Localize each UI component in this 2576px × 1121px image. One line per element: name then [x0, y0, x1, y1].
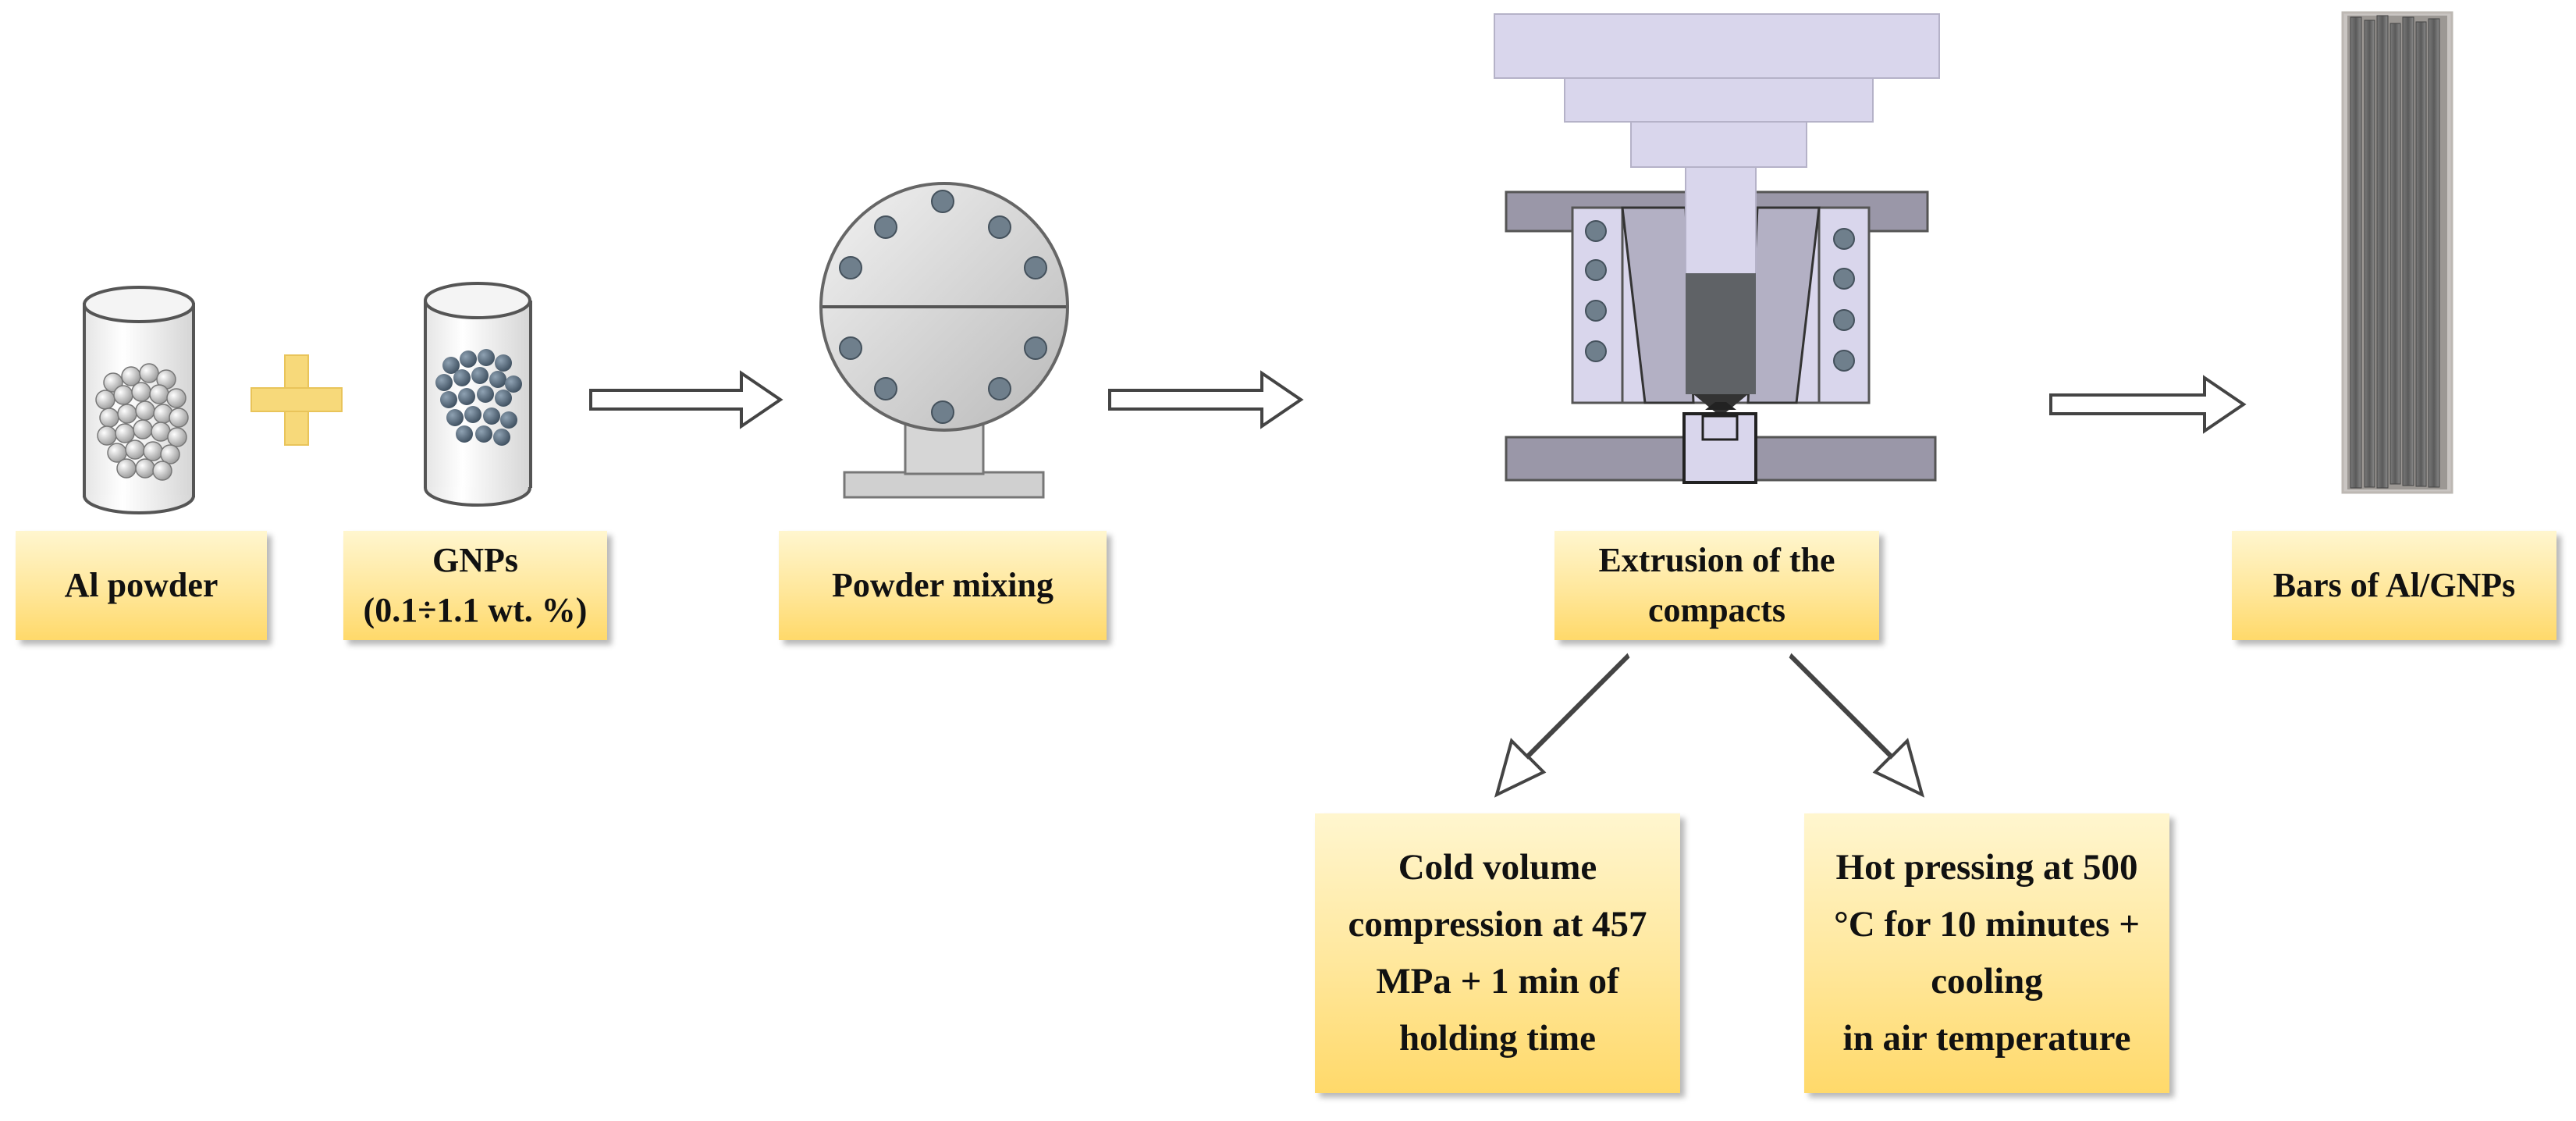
bars-text: Bars of Al/GNPs — [2272, 566, 2516, 605]
bars-label: Bars of Al/GNPs — [2232, 531, 2556, 640]
gnp-particles — [435, 349, 522, 446]
extrusion-text-line2: compacts — [1648, 591, 1785, 629]
powder-mixer-icon — [819, 182, 1069, 499]
cold-text-line4: holding time — [1398, 1017, 1596, 1059]
mixer-bolts — [839, 190, 1047, 424]
gnps-text-line2: (0.1÷1.1 wt. %) — [363, 591, 588, 629]
hot-text-line1: Hot pressing at 500 — [1835, 847, 2138, 888]
gnps-label: GNPs (0.1÷1.1 wt. %) — [343, 531, 607, 640]
al-powder-text: Al powder — [64, 566, 219, 605]
arrow-down-left-icon — [1494, 653, 1630, 798]
powder-mixing-label: Powder mixing — [779, 531, 1107, 640]
cold-compression-label: Cold volume compression at 457 MPa + 1 m… — [1315, 813, 1680, 1093]
hot-text-line4: in air temperature — [1842, 1017, 2131, 1059]
gnp-beaker-icon — [424, 282, 532, 507]
al-particles — [95, 363, 189, 481]
powder-mixing-text: Powder mixing — [832, 566, 1053, 605]
arrow-right-icon — [2049, 375, 2247, 434]
cold-text-line1: Cold volume — [1398, 847, 1597, 888]
hot-text-line2: °C for 10 minutes + — [1834, 904, 2140, 945]
hot-text-line3: cooling — [1931, 961, 2043, 1002]
gnps-text-line1: GNPs — [432, 541, 518, 580]
cold-text-line2: compression at 457 — [1348, 904, 1647, 945]
extrusion-label: Extrusion of the compacts — [1554, 531, 1879, 640]
heater-bolts — [1585, 220, 1855, 372]
extrusion-press-icon — [1494, 13, 1940, 484]
arrow-right-icon — [589, 370, 783, 429]
plus-icon — [250, 354, 343, 446]
cold-text-line3: MPa + 1 min of — [1376, 961, 1619, 1002]
al-gnp-bars-photo — [2341, 11, 2453, 494]
arrow-down-right-icon — [1789, 653, 1925, 798]
hot-pressing-label: Hot pressing at 500 °C for 10 minutes + … — [1804, 813, 2169, 1093]
al-powder-beaker-icon — [83, 286, 195, 514]
al-powder-label: Al powder — [16, 531, 267, 640]
extrusion-text-line1: Extrusion of the — [1598, 541, 1835, 580]
arrow-right-icon — [1108, 370, 1304, 429]
